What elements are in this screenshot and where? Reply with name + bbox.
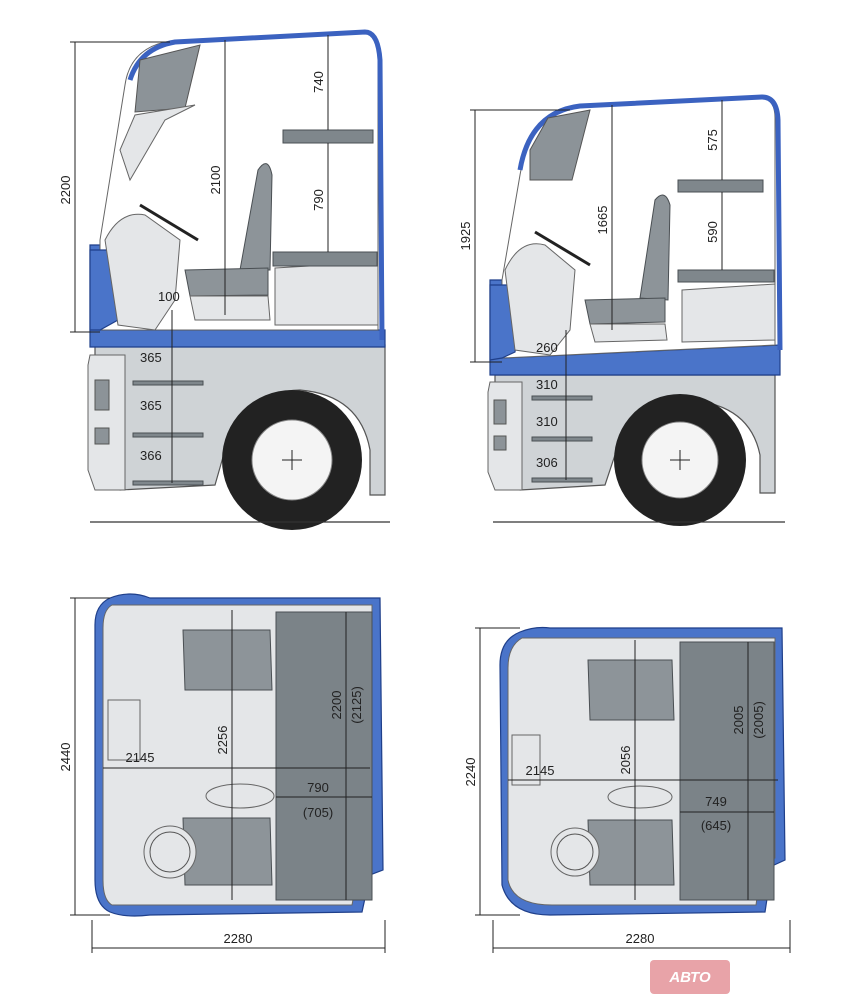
large-top-length-total: 2280 xyxy=(224,931,253,946)
large-cab-step-2-value: 365 xyxy=(140,398,162,413)
large-cab-a-pillar xyxy=(119,104,196,182)
large-cab-roof-outline xyxy=(127,29,385,341)
side-view-small-cab: 1925 1665 575 590 260 310 310 306 xyxy=(458,94,785,526)
large-top-steering-wheel xyxy=(143,825,197,879)
small-cab-upper-bunk-gap: 575 xyxy=(705,129,720,151)
large-cab-steering-wheel xyxy=(139,203,199,242)
large-top-dash-panel xyxy=(107,699,141,761)
small-top-bunk-width-alt: (645) xyxy=(701,818,731,833)
large-cab-interior-height: 2100 xyxy=(208,166,223,195)
small-cab-step-3-value: 306 xyxy=(536,455,558,470)
large-cab-dashboard xyxy=(104,213,181,331)
large-top-bunk-width-alt: (705) xyxy=(303,805,333,820)
small-top-bunk xyxy=(679,641,775,901)
large-cab-height-total: 2200 xyxy=(58,176,73,205)
large-top-floor-length: 2145 xyxy=(126,750,155,765)
small-top-width-total: 2240 xyxy=(463,758,478,787)
large-top-bunk-length: 2200 xyxy=(329,691,344,720)
large-cab-foglight xyxy=(94,427,110,445)
small-top-dash-panel xyxy=(511,734,541,786)
large-cab-seat-back xyxy=(239,163,273,271)
small-cab-lower-bunk xyxy=(677,269,775,283)
small-cab-step-1 xyxy=(531,395,593,401)
small-top-driver-seat xyxy=(587,819,675,886)
large-top-width-total: 2440 xyxy=(58,743,73,772)
small-cab-engine-tunnel xyxy=(681,283,776,343)
large-cab-lower-bunk xyxy=(272,251,378,267)
small-cab-roof-outline xyxy=(517,94,783,351)
small-cab-step-1-value: 310 xyxy=(536,377,558,392)
small-top-steering-wheel xyxy=(550,827,600,877)
large-top-gear-tunnel xyxy=(205,783,275,809)
small-cab-steering-wheel xyxy=(534,230,591,267)
small-cab-seat-cushion xyxy=(584,297,666,325)
large-cab-step-1-value: 365 xyxy=(140,350,162,365)
large-cab-lower-bunk-gap: 790 xyxy=(311,189,326,211)
large-cab-step-3 xyxy=(132,480,204,486)
large-top-bunk-length-alt: (2125) xyxy=(349,686,364,724)
large-cab-seat-base xyxy=(189,295,271,321)
large-top-passenger-seat xyxy=(182,629,273,691)
small-top-floor-length: 2145 xyxy=(526,763,555,778)
logo-text: АВТО xyxy=(668,969,711,986)
large-cab-upper-bunk-gap: 740 xyxy=(311,71,326,93)
small-cab-foglight xyxy=(493,435,507,451)
small-cab-seat-base xyxy=(589,323,668,343)
side-view-large-cab: 2200 2100 740 790 100 365 365 366 xyxy=(58,29,390,530)
small-top-interior-width: 2056 xyxy=(618,746,633,775)
small-cab-lower-bunk-gap: 590 xyxy=(705,221,720,243)
small-cab-seat-back xyxy=(639,194,671,301)
small-cab-step-2-value: 310 xyxy=(536,414,558,429)
small-top-length-total: 2280 xyxy=(626,931,655,946)
large-cab-floor-step: 100 xyxy=(158,289,180,304)
small-top-bunk-length-alt: (2005) xyxy=(751,701,766,739)
small-cab-windshield xyxy=(529,109,591,181)
small-cab-floor-step: 260 xyxy=(536,340,558,355)
top-view-large-cab: 2440 2280 2256 2145 2200 (2125) 790 (705… xyxy=(58,593,386,953)
top-view-small-cab: 2240 2280 2056 2145 2005 (2005) 749 (645… xyxy=(463,626,791,953)
large-cab-step-3-value: 366 xyxy=(140,448,162,463)
large-top-interior-width: 2256 xyxy=(215,726,230,755)
small-cab-height-total: 1925 xyxy=(458,222,473,251)
large-cab-headlight xyxy=(94,379,110,411)
watermark-logo: АВТО xyxy=(650,960,730,994)
large-cab-upper-bunk xyxy=(282,129,374,144)
small-top-bunk-length: 2005 xyxy=(731,706,746,735)
large-cab-engine-tunnel xyxy=(274,261,379,326)
large-cab-step-2 xyxy=(132,432,204,438)
small-cab-interior-height: 1665 xyxy=(595,206,610,235)
small-top-passenger-seat xyxy=(587,659,675,721)
large-top-bunk-width: 790 xyxy=(307,780,329,795)
large-cab-seat-cushion xyxy=(184,267,269,297)
large-cab-front-bumper xyxy=(87,354,126,491)
small-top-gear-tunnel xyxy=(607,785,673,809)
small-cab-headlight xyxy=(493,399,507,425)
small-cab-dashboard xyxy=(504,243,576,356)
small-top-bunk-width: 749 xyxy=(705,794,727,809)
large-cab-step-1 xyxy=(132,380,204,386)
small-cab-upper-bunk xyxy=(677,179,764,193)
large-top-bunk xyxy=(275,611,373,901)
small-cab-step-2 xyxy=(531,436,593,442)
small-cab-step-3 xyxy=(531,477,593,483)
